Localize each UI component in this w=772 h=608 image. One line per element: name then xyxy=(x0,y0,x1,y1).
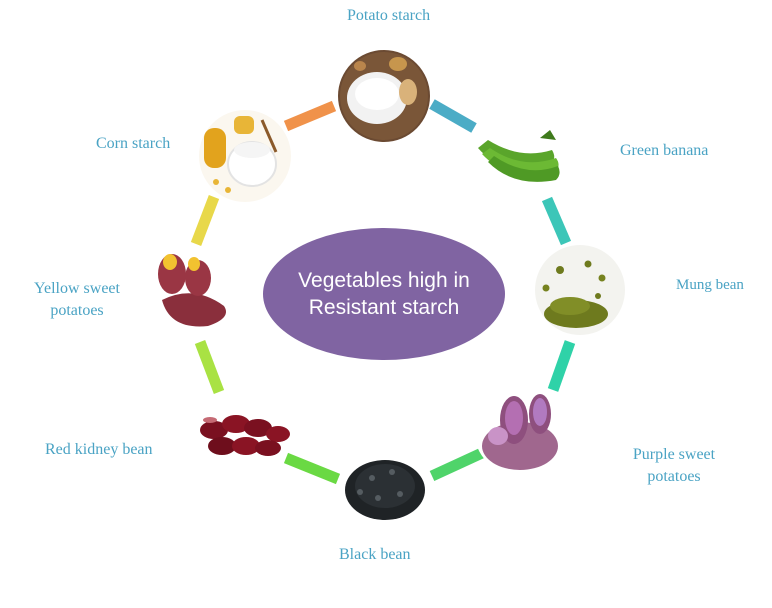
red-kidney-bean-image xyxy=(200,415,290,456)
label-black-bean: Black bean xyxy=(339,546,411,563)
label-potato-starch: Potato starch xyxy=(347,7,431,24)
yellow-sweet-potatoes-image xyxy=(158,254,226,327)
label-corn-starch: Corn starch xyxy=(96,135,171,152)
mung-bean-image xyxy=(535,245,625,335)
ring-segment-purple-to-black xyxy=(429,448,485,481)
purple-sweet-potatoes-image xyxy=(474,384,566,476)
black-bean-image xyxy=(345,460,425,520)
label-purple-sweet-potatoes: Purple sweet potatoes xyxy=(633,444,715,488)
label-red-kidney-bean: Red kidney bean xyxy=(45,441,153,458)
label-purple-sweet-potatoes-line2: potatoes xyxy=(647,468,701,485)
potato-starch-image xyxy=(338,50,430,142)
label-purple-sweet-potatoes-line1: Purple sweet xyxy=(632,446,716,463)
label-yellow-sweet-potatoes-line1: Yellow sweet xyxy=(34,280,120,297)
ring-segment-kidney-to-yellow xyxy=(194,340,225,394)
ring-segment-mung-to-purple xyxy=(547,340,576,392)
ring-segment-banana-to-mung xyxy=(541,196,572,246)
label-green-banana: Green banana xyxy=(620,142,709,159)
corn-starch-image xyxy=(199,110,291,202)
green-banana-image xyxy=(478,130,560,182)
center-title: Vegetables high in Resistant starch xyxy=(263,228,505,360)
ring-segment-potato-to-banana xyxy=(429,99,477,133)
ring-segment-yellow-to-corn xyxy=(190,195,220,246)
ring-segment-black-to-kidney xyxy=(283,452,341,485)
label-yellow-sweet-potatoes-line2: potatoes xyxy=(50,302,104,319)
center-title-text: Vegetables high in Resistant starch xyxy=(298,269,470,319)
ring-segment-corn-to-potato xyxy=(283,100,337,132)
label-yellow-sweet-potatoes: Yellow sweet potatoes xyxy=(34,278,120,322)
label-mung-bean: Mung bean xyxy=(676,277,744,293)
